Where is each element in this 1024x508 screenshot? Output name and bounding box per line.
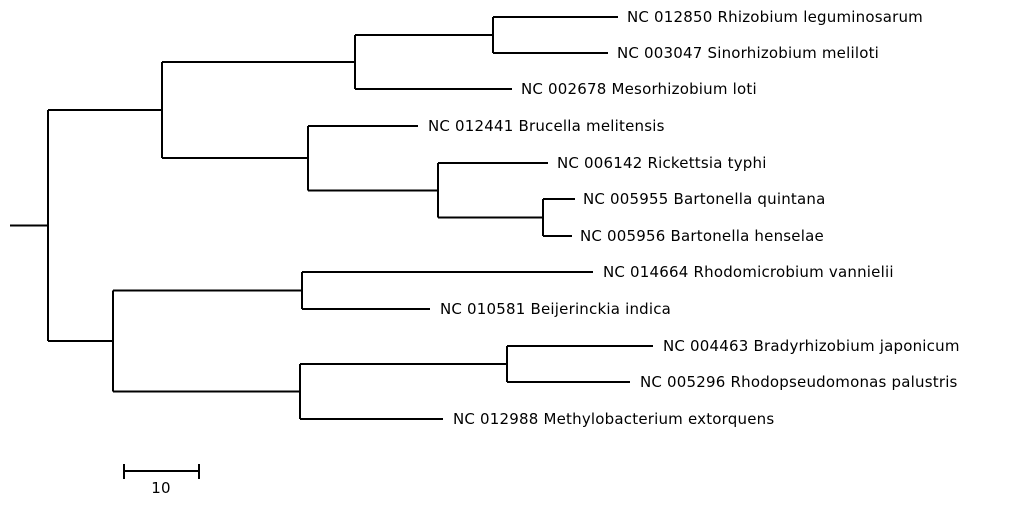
leaf-label: NC 005955 Bartonella quintana [583, 190, 826, 208]
leaf-label: NC 012988 Methylobacterium extorquens [453, 410, 774, 428]
scale-bar-label: 10 [151, 479, 171, 497]
leaf-label: NC 014664 Rhodomicrobium vannielii [603, 263, 894, 281]
leaf-label: NC 004463 Bradyrhizobium japonicum [663, 337, 960, 355]
leaf-label: NC 005296 Rhodopseudomonas palustris [640, 373, 958, 391]
leaf-label: NC 003047 Sinorhizobium meliloti [617, 44, 879, 62]
leaf-label: NC 006142 Rickettsia typhi [557, 154, 767, 172]
leaf-label: NC 012441 Brucella melitensis [428, 117, 665, 135]
leaf-label: NC 012850 Rhizobium leguminosarum [627, 8, 923, 26]
leaf-label: NC 005956 Bartonella henselae [580, 227, 824, 245]
leaf-label: NC 002678 Mesorhizobium loti [521, 80, 757, 98]
leaf-label: NC 010581 Beijerinckia indica [440, 300, 671, 318]
